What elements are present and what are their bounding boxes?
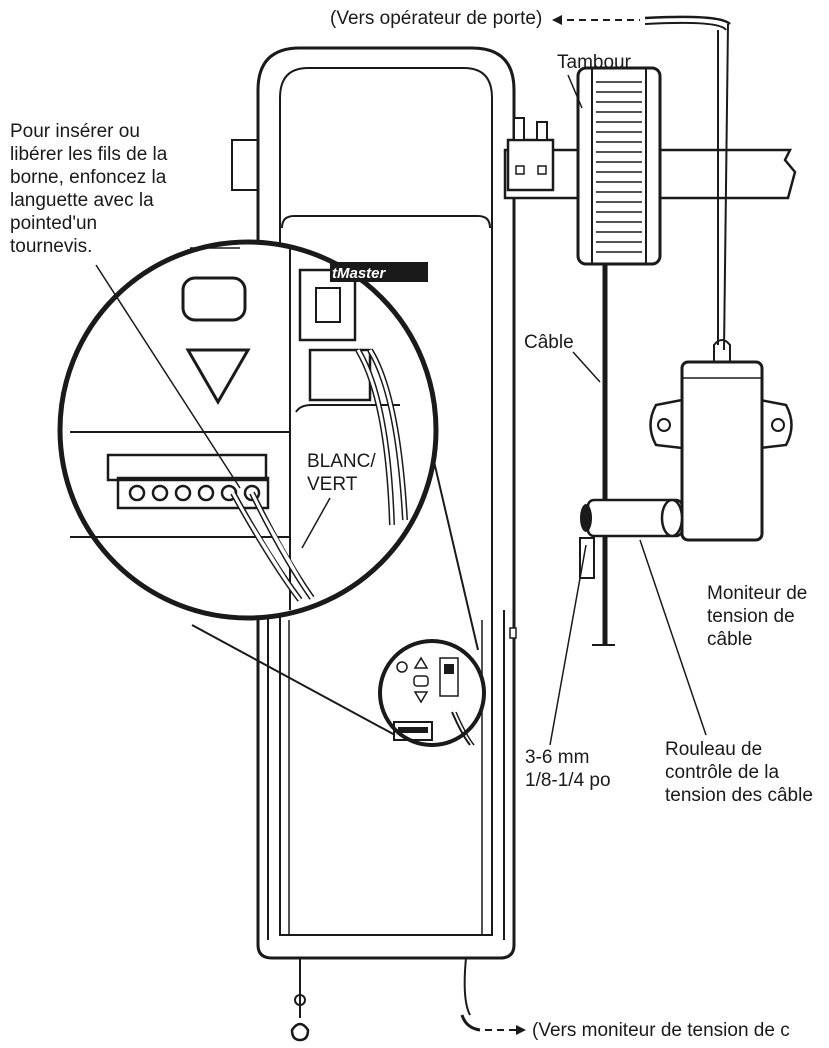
svg-text:tournevis.: tournevis. [10, 236, 92, 257]
svg-text:câble: câble [707, 629, 752, 650]
up-button-detail [181, 276, 247, 322]
drum [576, 66, 662, 266]
svg-text:contrôle de la: contrôle de la [665, 762, 780, 783]
drum-windings [596, 81, 642, 253]
monitor-box [680, 360, 764, 542]
svg-text:tension des câble: tension des câble [665, 785, 813, 806]
zoom-circle: tMaster [57, 239, 479, 736]
svg-text:tension de: tension de [707, 606, 795, 627]
svg-text:Rouleau de: Rouleau de [665, 739, 762, 760]
label-cable: Câble [524, 332, 574, 353]
svg-text:languette avec la: languette avec la [10, 190, 154, 211]
label-monitor: Moniteur de tension de câble [707, 583, 807, 650]
down-arrow-icon [185, 348, 251, 406]
svg-text:Pour insérer ou: Pour insérer ou [10, 121, 140, 142]
svg-text:pointed'un: pointed'un [10, 213, 97, 234]
leader-lines [95, 15, 640, 1035]
svg-text:Moniteur de: Moniteur de [707, 583, 807, 604]
drum-assembly [503, 66, 797, 646]
wire-pair [230, 348, 408, 602]
label-gap: 3-6 mm 1/8-1/4 po [525, 747, 611, 791]
label-to-operator: (Vers opérateur de porte) [330, 8, 542, 29]
label-drum: Tambour [557, 52, 632, 73]
svg-text:libérer les fils de la: libérer les fils de la [10, 144, 168, 165]
label-wire-color: BLANC/ VERT [307, 451, 376, 495]
svg-text:borne, enfoncez la: borne, enfoncez la [10, 167, 167, 188]
svg-text:1/8-1/4 po: 1/8-1/4 po [525, 770, 611, 791]
brand-logo-text: tMaster [332, 265, 387, 282]
svg-text:BLANC/: BLANC/ [307, 451, 376, 472]
tension-monitor [549, 15, 793, 746]
label-roller: Rouleau de contrôle de la tension des câ… [665, 739, 813, 806]
label-instruction: Pour insérer ou libérer les fils de la b… [10, 121, 168, 257]
svg-text:3-6 mm: 3-6 mm [525, 747, 589, 768]
svg-text:VERT: VERT [307, 474, 358, 495]
label-to-monitor: (Vers moniteur de tension de c [532, 1020, 790, 1041]
brand-logo [330, 262, 428, 282]
